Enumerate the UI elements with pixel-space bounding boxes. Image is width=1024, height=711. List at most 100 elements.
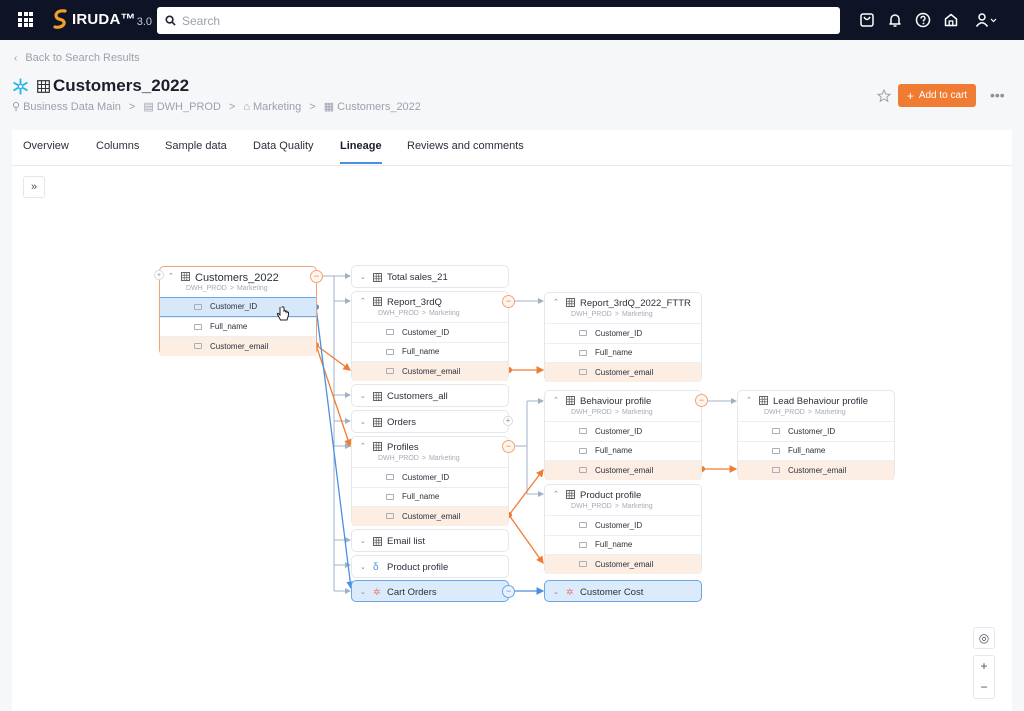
- home-icon[interactable]: [941, 10, 961, 30]
- help-icon[interactable]: [913, 10, 933, 30]
- chevron-up-icon[interactable]: ⌃: [360, 443, 366, 450]
- favorite-star-icon[interactable]: [877, 89, 891, 103]
- back-to-results-link[interactable]: ‹ Back to Search Results: [14, 52, 140, 64]
- column-row-customer-email[interactable]: Customer_email: [352, 361, 508, 381]
- collapse-downstream-button[interactable]: −: [502, 440, 515, 453]
- lineage-node-product-profile[interactable]: ⌃ Product profile DWH_PROD>Marketing Cus…: [544, 484, 702, 574]
- column-row-full-name[interactable]: Full_name: [738, 440, 894, 461]
- column-row-full-name[interactable]: Full_name: [160, 316, 316, 337]
- key-column-icon: [194, 303, 202, 310]
- chevron-up-icon[interactable]: ⌃: [746, 397, 752, 404]
- breadcrumb-item-domain[interactable]: ⚲ Business Data Main: [12, 100, 121, 114]
- tab-sample-data[interactable]: Sample data: [165, 140, 227, 152]
- column-row-customer-email[interactable]: Customer_email: [545, 460, 701, 480]
- collapse-downstream-button[interactable]: −: [502, 585, 515, 598]
- column-row-customer-id[interactable]: Customer_ID: [352, 467, 508, 487]
- app-logo[interactable]: IRUDA™ 3.0: [52, 9, 152, 29]
- chevron-down-icon: [990, 18, 996, 22]
- chevron-up-icon[interactable]: ⌃: [553, 491, 559, 498]
- chevron-down-icon[interactable]: ⌄: [360, 419, 366, 426]
- collapse-downstream-button[interactable]: −: [310, 270, 323, 283]
- search-input[interactable]: [182, 13, 822, 28]
- zoom-out-button[interactable]: −: [980, 680, 988, 694]
- node-path: DWH_PROD>Marketing: [378, 455, 460, 462]
- lineage-node-cart-orders[interactable]: ⌄ ✲ Cart Orders −: [351, 580, 515, 602]
- dashboard-icon: ✲: [566, 586, 574, 597]
- app-version: 3.0: [136, 16, 152, 28]
- column-row-customer-email[interactable]: Customer_email: [545, 362, 701, 382]
- add-to-cart-button[interactable]: + Add to cart: [898, 84, 976, 107]
- table-icon: [566, 396, 575, 405]
- column-row-full-name[interactable]: Full_name: [545, 440, 701, 461]
- more-options-icon[interactable]: •••: [990, 87, 1005, 103]
- column-row-customer-id[interactable]: Customer_ID: [738, 421, 894, 441]
- expand-downstream-button[interactable]: +: [503, 416, 513, 426]
- lineage-node-total-sales-21[interactable]: ⌄ Total sales_21: [351, 265, 509, 288]
- chevron-down-icon[interactable]: ⌄: [360, 274, 366, 281]
- search-box[interactable]: [157, 7, 840, 34]
- text-column-icon: [579, 349, 587, 356]
- tab-columns[interactable]: Columns: [96, 140, 140, 152]
- user-menu[interactable]: [971, 10, 999, 30]
- lineage-node-orders[interactable]: ⌄ Orders +: [351, 410, 513, 433]
- column-row-customer-id[interactable]: Customer_ID: [160, 297, 316, 317]
- tab-lineage[interactable]: Lineage: [340, 140, 382, 164]
- column-row-customer-id[interactable]: Customer_ID: [545, 515, 701, 535]
- node-header[interactable]: ⌃ Customers_2022 DWH_PROD>Marketing: [160, 267, 316, 297]
- breadcrumb-item-table[interactable]: ▦ Customers_2022: [323, 100, 421, 114]
- expand-upstream-button[interactable]: +: [154, 270, 164, 280]
- chevron-up-icon[interactable]: ⌃: [553, 299, 559, 306]
- lineage-node-email-list[interactable]: ⌄ Email list: [351, 529, 509, 552]
- text-column-icon: [194, 323, 202, 330]
- lineage-node-report-3rdq[interactable]: ⌃ Report_3rdQ DWH_PROD>Marketing Custome…: [351, 291, 515, 381]
- node-path: DWH_PROD>Marketing: [571, 503, 653, 510]
- table-icon: [37, 79, 50, 93]
- text-column-icon: [386, 513, 394, 520]
- lineage-node-customers-2022[interactable]: ⌃ Customers_2022 DWH_PROD>Marketing Cust…: [154, 266, 323, 356]
- add-to-cart-label: Add to cart: [918, 90, 968, 101]
- column-row-full-name[interactable]: Full_name: [545, 534, 701, 555]
- apps-grid-icon[interactable]: [18, 12, 33, 27]
- lineage-node-lead-behaviour-profile[interactable]: ⌃ Lead Behaviour profile DWH_PROD>Market…: [737, 390, 895, 480]
- collapse-downstream-button[interactable]: −: [695, 394, 708, 407]
- lineage-node-report-3rdq-2022-fttr[interactable]: ⌃ Report_3rdQ_2022_FTTR DWH_PROD>Marketi…: [544, 292, 702, 382]
- column-row-customer-email[interactable]: Customer_email: [545, 554, 701, 574]
- tab-overview[interactable]: Overview: [23, 140, 69, 152]
- column-row-customer-id[interactable]: Customer_ID: [352, 322, 508, 342]
- chevron-up-icon[interactable]: ⌃: [360, 298, 366, 305]
- chevron-down-icon[interactable]: ⌄: [360, 538, 366, 545]
- column-row-full-name[interactable]: Full_name: [352, 486, 508, 507]
- bell-icon[interactable]: [885, 10, 905, 30]
- column-row-full-name[interactable]: Full_name: [352, 341, 508, 362]
- breadcrumb-item-database[interactable]: ▤ DWH_PROD: [143, 100, 221, 114]
- recenter-button[interactable]: ◎: [973, 627, 995, 649]
- column-row-full-name[interactable]: Full_name: [545, 342, 701, 363]
- column-row-customer-email[interactable]: Customer_email: [160, 336, 316, 356]
- lineage-node-profiles[interactable]: ⌃ Profiles DWH_PROD>Marketing Customer_I…: [351, 436, 515, 526]
- lineage-node-customer-cost[interactable]: ⌄ ✲ Customer Cost: [544, 580, 702, 602]
- chevron-down-icon[interactable]: ⌄: [360, 393, 366, 400]
- chevron-up-icon[interactable]: ⌃: [168, 273, 174, 280]
- tab-data-quality[interactable]: Data Quality: [253, 140, 314, 152]
- lineage-node-behaviour-profile[interactable]: ⌃ Behaviour profile DWH_PROD>Marketing C…: [544, 390, 708, 480]
- column-row-customer-id[interactable]: Customer_ID: [545, 323, 701, 343]
- collapse-downstream-button[interactable]: −: [502, 295, 515, 308]
- text-column-icon: [386, 348, 394, 355]
- cart-bag-icon[interactable]: [857, 10, 877, 30]
- chevron-down-icon[interactable]: ⌄: [360, 589, 366, 596]
- user-icon: [975, 13, 988, 27]
- zoom-in-button[interactable]: +: [980, 659, 988, 673]
- tab-reviews-and-comments[interactable]: Reviews and comments: [407, 140, 524, 152]
- chevron-up-icon[interactable]: ⌃: [553, 397, 559, 404]
- expand-sidebar-button[interactable]: »: [23, 176, 45, 198]
- key-column-icon: [386, 329, 394, 336]
- lineage-node-customers-all[interactable]: ⌄ Customers_all: [351, 384, 509, 407]
- chevron-down-icon[interactable]: ⌄: [360, 564, 366, 571]
- column-row-customer-id[interactable]: Customer_ID: [545, 421, 701, 441]
- lineage-node-product-profile-report[interactable]: ⌄ δ Product profile: [351, 555, 509, 578]
- chevron-down-icon[interactable]: ⌄: [553, 589, 559, 596]
- column-row-customer-email[interactable]: Customer_email: [352, 506, 508, 526]
- dashboard-icon: ✲: [373, 586, 381, 597]
- breadcrumb-item-schema[interactable]: ⌂ Marketing: [243, 100, 302, 113]
- column-row-customer-email[interactable]: Customer_email: [738, 460, 894, 480]
